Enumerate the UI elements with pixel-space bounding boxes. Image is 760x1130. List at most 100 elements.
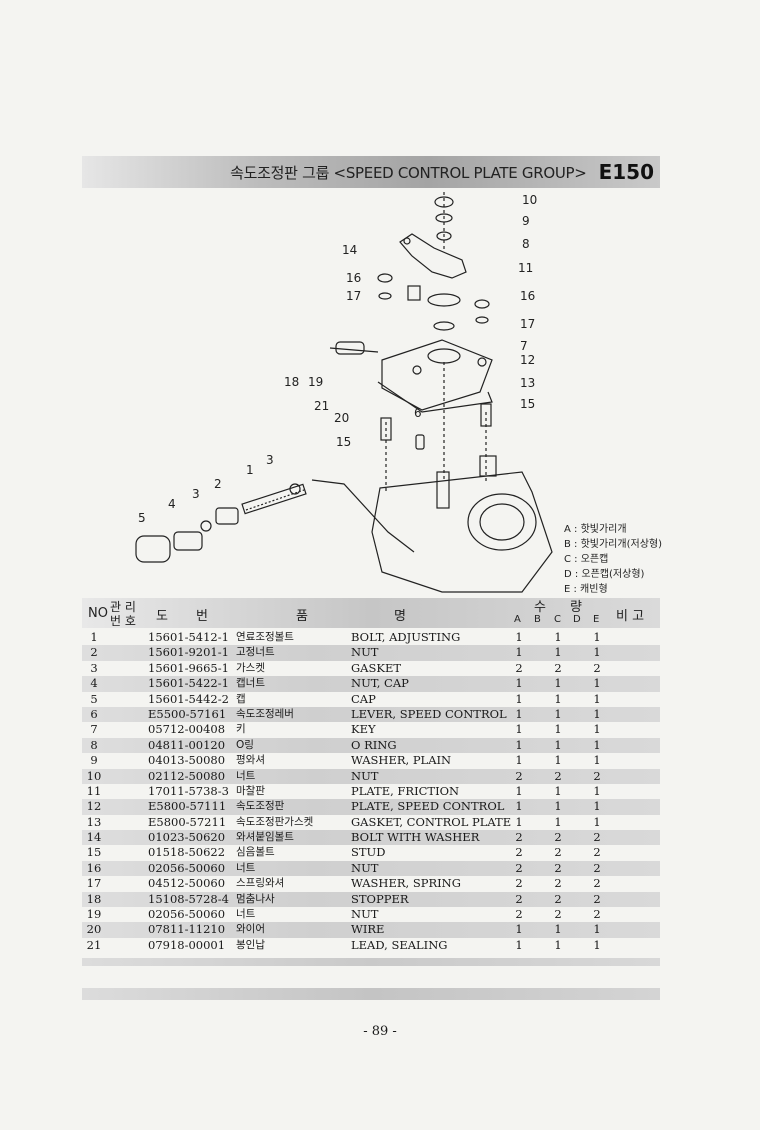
row-no: 8	[90, 737, 98, 752]
row-part-number: 15601-9201-1	[148, 645, 229, 660]
row-english-name: NUT	[351, 645, 379, 660]
row-part-number: E5500-57161	[148, 706, 227, 721]
legend-c: C : 오픈캡	[564, 554, 609, 565]
row-qty-e: 2	[593, 907, 601, 922]
row-part-number: 15601-5442-2	[148, 691, 229, 706]
row-qty-a: 1	[515, 753, 523, 768]
row-no: 9	[90, 753, 98, 768]
row-english-name: GASKET, CONTROL PLATE	[351, 814, 512, 829]
row-no: 17	[86, 876, 102, 891]
row-qty-c: 1	[554, 783, 562, 798]
row-qty-e: 1	[593, 737, 601, 752]
row-qty-a: 2	[515, 845, 523, 860]
row-english-name: LEAD, SEALING	[351, 937, 448, 952]
legend-a: A : 핫빛가리개	[564, 524, 627, 535]
header-mgmt: 관 리	[110, 600, 136, 614]
row-korean-name: 연료조정볼트	[236, 631, 294, 643]
row-no: 7	[90, 722, 98, 737]
row-english-name: NUT	[351, 768, 379, 783]
row-korean-name: 너트	[236, 908, 256, 921]
row-qty-c: 1	[554, 722, 562, 737]
row-korean-name: 키	[236, 723, 246, 736]
row-qty-e: 1	[593, 753, 601, 768]
row-qty-a: 2	[515, 768, 523, 783]
exploded-parts-diagram: 10 9 8 11 14 16 17 16 17 7 12 13 15 18 1…	[135, 192, 553, 593]
callout-12: 12	[520, 353, 535, 367]
callout-8: 7	[520, 339, 528, 353]
row-qty-c: 2	[554, 891, 562, 906]
callout-3-bottom: 3	[192, 487, 200, 501]
row-korean-name: 속도조정레버	[236, 707, 294, 720]
row-qty-a: 1	[515, 722, 523, 737]
row-english-name: O RING	[351, 737, 397, 752]
row-no: 14	[86, 830, 102, 845]
row-qty-c: 1	[554, 630, 562, 644]
section-code: E150	[598, 160, 654, 184]
callout-16-left: 16	[346, 271, 361, 285]
row-english-name: BOLT, ADJUSTING	[351, 630, 461, 644]
row-no: 18	[86, 891, 102, 906]
row-qty-c: 1	[554, 645, 562, 660]
row-qty-c: 1	[554, 706, 562, 721]
callout-10: 10	[522, 193, 537, 207]
row-no: 1	[90, 630, 98, 644]
row-no: 11	[86, 783, 102, 798]
row-no: 15	[86, 845, 102, 860]
callout-18: 18	[284, 375, 299, 389]
row-english-name: NUT, CAP	[351, 676, 409, 691]
row-part-number: 04512-50060	[148, 876, 226, 891]
callout-2: 2	[214, 477, 222, 491]
row-qty-a: 1	[515, 799, 523, 814]
row-qty-c: 1	[554, 922, 562, 937]
callout-20: 20	[334, 411, 349, 425]
row-part-number: 15601-9665-1	[148, 660, 229, 675]
row-qty-e: 1	[593, 937, 601, 952]
callout-15-left: 15	[336, 435, 351, 449]
row-part-number: 04013-50080	[148, 753, 226, 768]
callout-5: 5	[138, 511, 146, 525]
row-qty-a: 1	[515, 630, 523, 644]
row-qty-e: 1	[593, 691, 601, 706]
row-qty-e: 2	[593, 860, 601, 875]
row-part-number: 05712-00408	[148, 722, 226, 737]
row-qty-e: 1	[593, 722, 601, 737]
row-qty-a: 2	[515, 891, 523, 906]
row-korean-name: 고정너트	[236, 646, 275, 659]
row-qty-a: 1	[515, 691, 523, 706]
header-draw: 도	[156, 609, 168, 624]
row-no: 12	[86, 799, 102, 814]
callout-16-right: 16	[520, 289, 535, 303]
row-korean-name: 너트	[236, 861, 256, 874]
row-qty-e: 1	[593, 783, 601, 798]
row-qty-a: 1	[515, 937, 523, 952]
row-korean-name: O링	[236, 738, 254, 751]
row-korean-name: 심음볼트	[236, 846, 275, 859]
row-part-number: 07918-00001	[148, 937, 226, 952]
row-korean-name: 스프링와셔	[236, 877, 285, 890]
row-qty-c: 2	[554, 830, 562, 845]
callout-17-right: 17	[520, 317, 535, 331]
header-mgmt-num: 번 호	[110, 614, 136, 628]
row-qty-a: 1	[515, 645, 523, 660]
row-qty-e: 1	[593, 676, 601, 691]
row-qty-e: 2	[593, 876, 601, 891]
row-part-number: 02056-50060	[148, 907, 226, 922]
header-name: 명	[394, 609, 406, 624]
header-c: C	[554, 614, 561, 625]
row-qty-a: 2	[515, 660, 523, 675]
row-english-name: NUT	[351, 860, 379, 875]
row-qty-e: 1	[593, 799, 601, 814]
row-no: 20	[86, 922, 102, 937]
row-part-number: 15601-5412-1	[148, 630, 229, 644]
row-korean-name: 속도조정판	[236, 800, 285, 813]
header-e: E	[593, 614, 600, 625]
